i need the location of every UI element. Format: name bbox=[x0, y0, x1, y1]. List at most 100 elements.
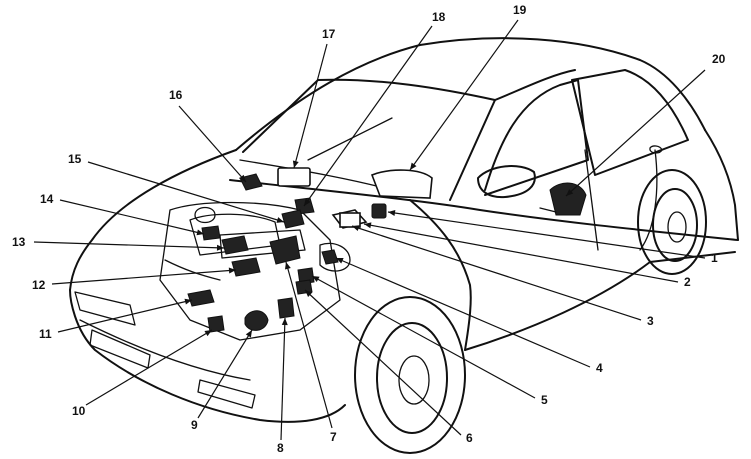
leader-line-4 bbox=[335, 257, 591, 368]
front-fender bbox=[409, 199, 472, 351]
engine-block bbox=[159, 201, 341, 341]
front-wheel-inner bbox=[376, 322, 448, 434]
arrowhead-18 bbox=[304, 198, 311, 206]
windshield-frame bbox=[242, 78, 496, 201]
hood-edge bbox=[69, 149, 237, 291]
leader-line-14 bbox=[59, 199, 205, 235]
leader-line-5 bbox=[311, 275, 536, 399]
roof-line bbox=[235, 37, 706, 151]
leader-line-10 bbox=[85, 329, 213, 406]
leader-line-15 bbox=[87, 161, 285, 223]
callout-8: 8 bbox=[277, 441, 284, 455]
component-19-instrument-cluster bbox=[370, 169, 433, 199]
door-seam-front bbox=[584, 149, 599, 251]
arrowhead-17 bbox=[292, 160, 299, 168]
callout-2: 2 bbox=[684, 275, 691, 289]
component-10-sensor bbox=[207, 315, 225, 333]
arrowhead-3 bbox=[352, 225, 360, 232]
callout-19: 19 bbox=[513, 3, 527, 17]
component-20-steering-unit bbox=[549, 182, 587, 216]
front-hub bbox=[398, 355, 430, 405]
component-6-sensor bbox=[295, 279, 313, 295]
arrowhead-20 bbox=[566, 189, 574, 196]
callout-12: 12 bbox=[32, 278, 46, 292]
leader-line-6 bbox=[304, 289, 462, 436]
leader-line-16 bbox=[178, 105, 247, 183]
a-pillar bbox=[494, 69, 576, 101]
arrowhead-6 bbox=[305, 290, 313, 297]
arrowhead-1 bbox=[388, 210, 396, 216]
leader-line-19 bbox=[409, 19, 519, 171]
engine-bay bbox=[159, 201, 351, 341]
rocker-panel bbox=[464, 251, 736, 351]
leader-line-11 bbox=[57, 299, 193, 333]
arrowhead-8 bbox=[281, 318, 288, 326]
callout-16: 16 bbox=[169, 88, 183, 102]
leader-line-2 bbox=[363, 223, 679, 283]
leader-line-1 bbox=[387, 211, 706, 259]
valve-cover bbox=[219, 229, 306, 259]
callout-17: 17 bbox=[322, 27, 336, 41]
component-3-box bbox=[339, 212, 361, 228]
rear-quarter bbox=[704, 129, 739, 241]
headlight bbox=[74, 291, 136, 326]
arrowhead-16 bbox=[239, 174, 246, 182]
arrowhead-12 bbox=[228, 267, 236, 274]
component-17-module bbox=[277, 167, 311, 187]
component-15-sensor bbox=[281, 209, 305, 229]
callout-4: 4 bbox=[596, 361, 603, 375]
side-mirror bbox=[477, 165, 536, 199]
component-11-sensor bbox=[187, 289, 215, 307]
callout-18: 18 bbox=[432, 10, 446, 24]
arrowhead-7 bbox=[284, 262, 291, 270]
intake-manifold bbox=[189, 213, 281, 256]
callout-11: 11 bbox=[39, 327, 52, 341]
air-cleaner bbox=[194, 206, 216, 224]
bumper-lower bbox=[79, 319, 251, 381]
rear-door-window bbox=[571, 69, 689, 176]
windshield-reflection bbox=[307, 117, 393, 161]
callout-labels: 1 2 3 4 5 6 7 8 9 10 11 12 13 14 15 16 1… bbox=[12, 3, 726, 455]
leader-lines bbox=[33, 19, 706, 441]
callout-6: 6 bbox=[466, 431, 473, 445]
component-14-sensor bbox=[201, 225, 221, 241]
arrowhead-10 bbox=[204, 330, 212, 337]
leader-line-20 bbox=[565, 69, 706, 197]
callout-14: 14 bbox=[40, 192, 54, 206]
leader-line-13 bbox=[33, 241, 225, 249]
callout-1: 1 bbox=[711, 251, 718, 265]
component-7-throttle-body bbox=[269, 235, 301, 265]
rear-wheel-outer bbox=[637, 169, 707, 275]
callout-7: 7 bbox=[330, 430, 337, 444]
arrowhead-13 bbox=[216, 244, 224, 251]
callout-3: 3 bbox=[647, 314, 654, 328]
callout-13: 13 bbox=[12, 235, 26, 249]
leader-line-17 bbox=[293, 43, 328, 169]
leader-line-7 bbox=[285, 261, 333, 429]
component-9-distributor bbox=[244, 310, 269, 331]
leader-line-12 bbox=[51, 269, 237, 285]
component-13-coil bbox=[221, 235, 249, 255]
leader-line-9 bbox=[197, 329, 253, 419]
arrowhead-14 bbox=[196, 229, 204, 236]
component-1-sensor bbox=[371, 203, 387, 219]
arrowhead-9 bbox=[245, 330, 252, 338]
radiator-hose bbox=[164, 259, 221, 281]
component-16-sensor bbox=[239, 173, 263, 191]
arrowhead-4 bbox=[336, 258, 344, 264]
front-wheel-outer bbox=[354, 296, 466, 454]
leader-line-8 bbox=[280, 317, 286, 441]
rear-hub bbox=[667, 211, 687, 243]
callout-5: 5 bbox=[541, 393, 548, 407]
component-8-sensor bbox=[277, 297, 295, 319]
callout-10: 10 bbox=[72, 404, 86, 418]
rear-door-handle bbox=[649, 145, 663, 154]
front-bumper bbox=[69, 289, 346, 423]
callout-15: 15 bbox=[68, 152, 82, 166]
arrowhead-2 bbox=[364, 222, 372, 229]
component-4-valve bbox=[321, 249, 339, 265]
arrowhead-15 bbox=[276, 217, 284, 223]
arrowhead-19 bbox=[410, 162, 417, 170]
